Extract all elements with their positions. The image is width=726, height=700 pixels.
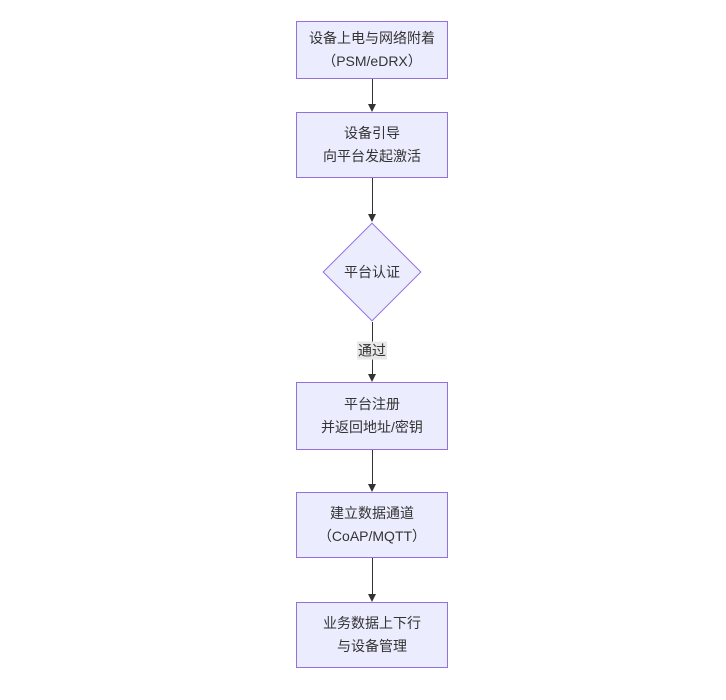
node-text-line: 与设备管理: [337, 638, 407, 654]
node-text-line: 平台注册: [344, 396, 400, 412]
arrow-line: [371, 558, 373, 594]
node-text-line: 设备引导: [344, 125, 400, 141]
edge-label-pass: 通过: [357, 341, 387, 360]
node-text-line: 设备上电与网络附着: [309, 30, 435, 46]
arrow-channel-to-business: [362, 558, 382, 602]
arrow-line: [371, 79, 373, 104]
flow-column: 设备上电与网络附着 （PSM/eDRX） 设备引导 向平台发起激活 平台认证 通…: [296, 21, 448, 668]
node-data-channel: 建立数据通道 （CoAP/MQTT）: [296, 492, 448, 558]
arrowhead-down-icon: [368, 484, 376, 492]
arrow-line: [371, 450, 373, 484]
arrow-auth-to-register: 通过: [357, 322, 387, 382]
node-text-line: （PSM/eDRX）: [322, 53, 422, 69]
arrow-boot-to-auth: [362, 178, 382, 222]
node-text-line: 平台认证: [344, 264, 400, 280]
node-platform-register: 平台注册 并返回地址/密钥: [296, 382, 448, 450]
arrowhead-down-icon: [368, 594, 376, 602]
node-text-line: 并返回地址/密钥: [321, 419, 423, 435]
node-text-line: 业务数据上下行: [323, 615, 421, 631]
arrowhead-down-icon: [368, 104, 376, 112]
arrow-register-to-channel: [362, 450, 382, 492]
arrowhead-down-icon: [368, 214, 376, 222]
node-text-line: 建立数据通道: [330, 505, 414, 521]
node-device-bootstrap: 设备引导 向平台发起激活: [296, 112, 448, 178]
node-text-line: 向平台发起激活: [323, 148, 421, 164]
arrow-power-to-boot: [362, 79, 382, 112]
node-platform-auth-decision: 平台认证: [322, 222, 422, 322]
arrowhead-down-icon: [368, 374, 376, 382]
arrow-line: [371, 178, 373, 214]
node-business-data: 业务数据上下行 与设备管理: [296, 602, 448, 668]
node-power-network-attach: 设备上电与网络附着 （PSM/eDRX）: [296, 21, 448, 79]
node-text-line: （CoAP/MQTT）: [317, 528, 427, 544]
